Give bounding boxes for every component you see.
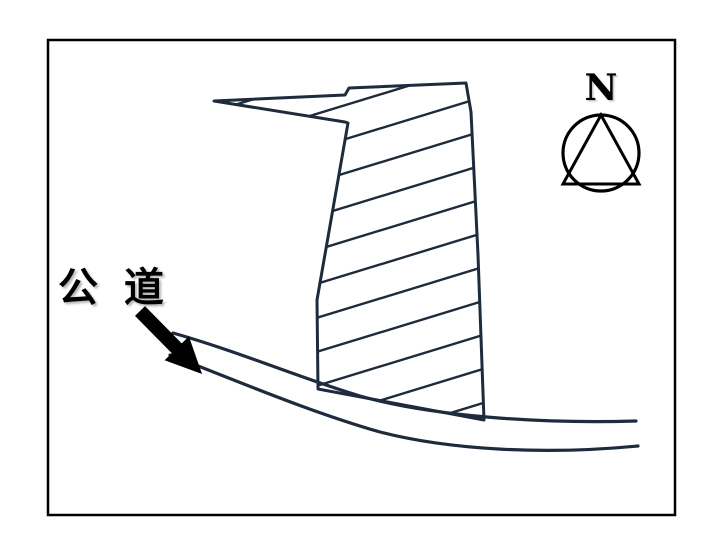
road-pointer-arrow [135,306,202,374]
hatch-line [214,174,484,312]
hatch-line [214,276,484,414]
drawing-border [46,38,677,517]
parcel-outline [212,81,486,422]
hatch-line [214,242,484,380]
arrow-glyph [135,306,202,374]
road-upper-edge [171,331,638,424]
road-lower-edge [168,353,640,452]
public-road-group [168,331,640,452]
public-road-label: 公 道 [58,265,170,311]
hatch-line [214,310,484,420]
north-arrow-symbol [560,111,642,193]
hatch-line [214,83,484,176]
hatch-line [214,208,484,346]
hatch-line [214,140,484,278]
north-letter-label: N [584,67,618,109]
north-triangle-icon [560,111,642,186]
